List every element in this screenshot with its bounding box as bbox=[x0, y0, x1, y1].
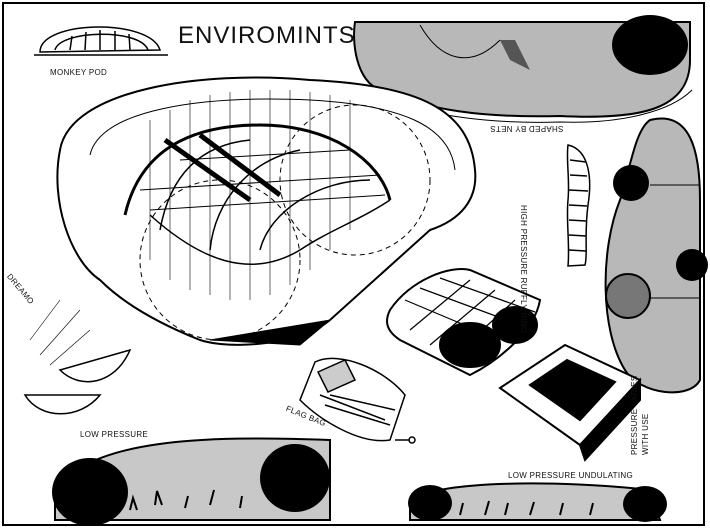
label-high-pressure-ruffly-ring: HIGH PRESSURE RUFFLY RING bbox=[519, 205, 528, 334]
label-shaped-by-nets: SHAPED BY NETS bbox=[490, 124, 563, 133]
label-low-pressure: LOW PRESSURE bbox=[80, 430, 148, 439]
label-pressure-varies: PRESSURE VARIES bbox=[630, 376, 639, 455]
label-monkey-pod: MONKEY POD bbox=[50, 68, 107, 77]
label-with-use: WITH USE bbox=[641, 413, 650, 455]
label-low-pressure-undulating: LOW PRESSURE UNDULATING bbox=[508, 471, 633, 480]
image-border bbox=[2, 2, 705, 526]
diagram-title: ENVIROMINTS bbox=[178, 22, 356, 50]
